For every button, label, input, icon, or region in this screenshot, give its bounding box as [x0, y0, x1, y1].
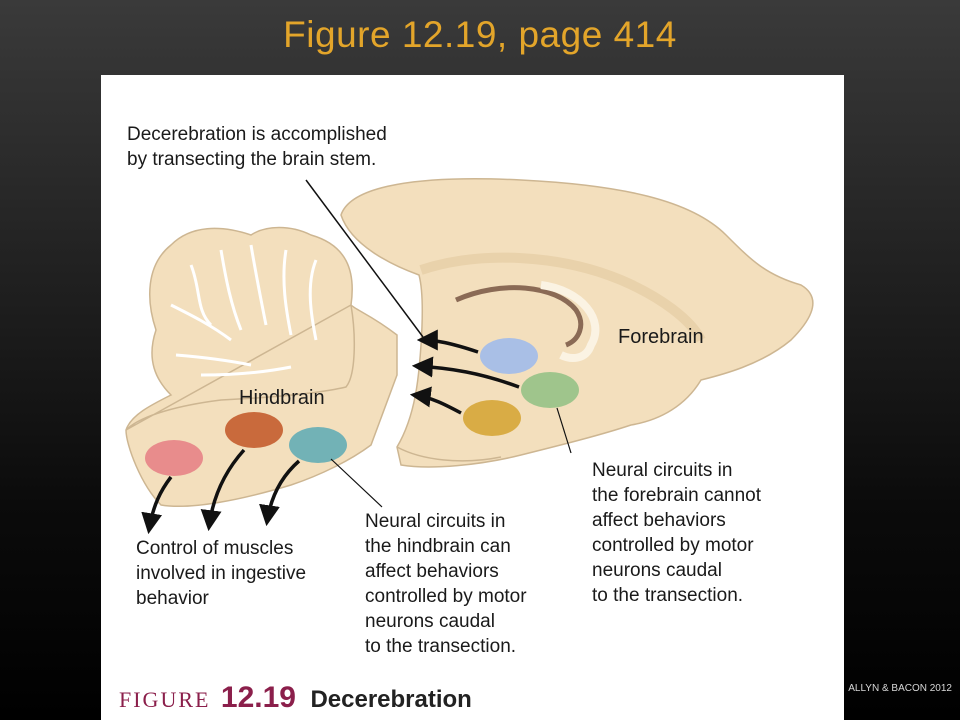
figure-caption-prefix: FIGURE [119, 687, 211, 712]
decerebration-callout: Decerebration is accomplished by transec… [127, 124, 387, 170]
muscle-control-callout: Control of muscles involved in ingestive… [136, 538, 307, 609]
slide-title: Figure 12.19, page 414 [283, 14, 677, 55]
hindbrain-arrow-2 [200, 448, 246, 532]
cerebellum-folia [170, 244, 318, 377]
forebrain-circle-blue [480, 338, 538, 374]
brain-diagram [125, 178, 814, 535]
figure-panel: Decerebration is accomplished by transec… [101, 75, 844, 720]
forebrain-arrow-1 [416, 329, 479, 354]
ventricle-band [454, 285, 584, 348]
copyright-notice: ALLYN & BACON 2012 [848, 683, 952, 694]
hindbrain-arrow-1 [141, 475, 173, 535]
hindbrain-circuits-callout: Neural circuits in the hindbrain can aff… [365, 511, 527, 657]
hindbrain-circle-orange [225, 412, 283, 448]
forebrain-label: Forebrain [618, 326, 704, 348]
forebrain-arrow-3 [409, 386, 462, 415]
hindbrain-callout-leader [330, 458, 383, 508]
hindbrain-label: Hindbrain [239, 387, 325, 409]
figure-caption-title: Decerebration [310, 686, 472, 713]
figure-caption-number: 12.19 [220, 681, 296, 714]
ventricle-band-2 [540, 281, 600, 362]
forebrain-circuits-callout: Neural circuits in the forebrain cannot … [592, 460, 762, 606]
hindbrain-arrow-3 [259, 459, 301, 527]
forebrain-callout-leader [556, 407, 572, 454]
forebrain-circle-green [521, 372, 579, 408]
corpus-callosum-band [419, 252, 706, 343]
figure-caption: FIGURE 12.19 Decerebration [119, 681, 472, 715]
hindbrain-circle-pink [145, 440, 203, 476]
forebrain-arrow-2 [411, 356, 520, 389]
hindbrain-circle-teal [289, 427, 347, 463]
brainstem-ventral [396, 446, 502, 462]
transection-line [305, 179, 424, 338]
forebrain-circle-gold [463, 400, 521, 436]
